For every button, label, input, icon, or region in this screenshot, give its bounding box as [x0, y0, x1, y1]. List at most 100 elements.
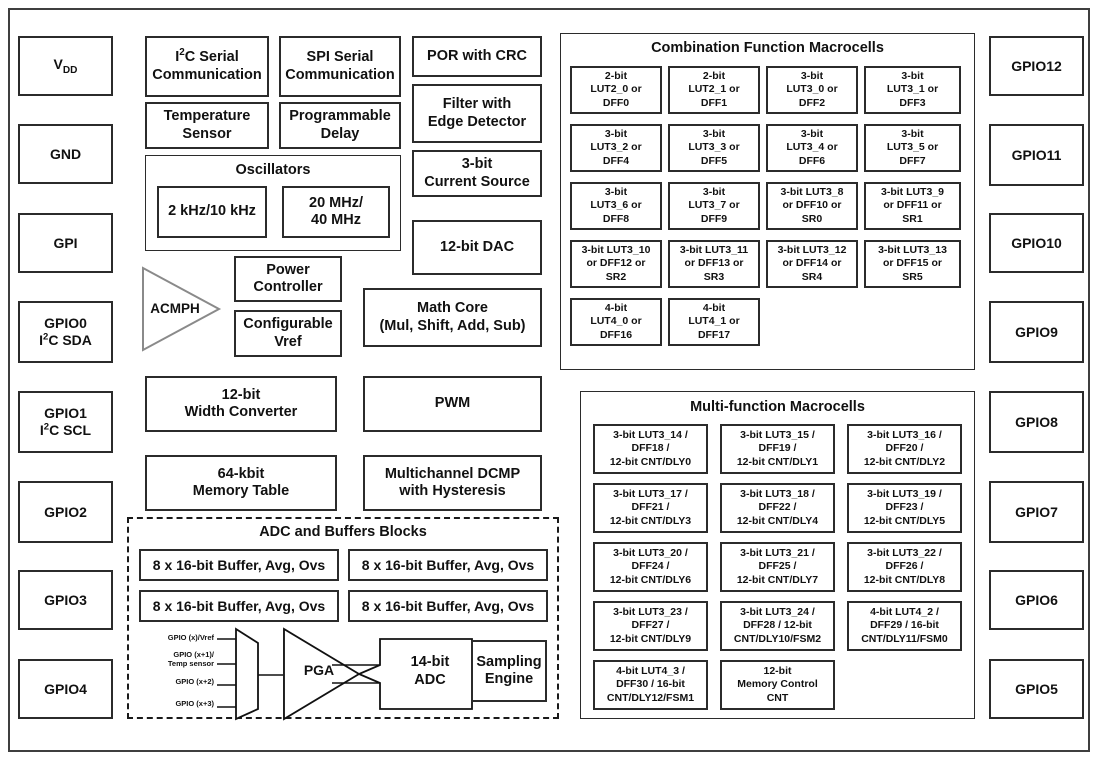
combination-cell-0-label: 2-bit LUT2_0 or DFF0	[590, 70, 642, 109]
mux-input-3-label: GPIO (x+3)	[175, 699, 214, 708]
combination-cell-13[interactable]: 3-bit LUT3_11 or DFF13 or SR3	[668, 240, 760, 288]
multifunction-cell-12-label: 4-bit LUT4_3 / DFF30 / 16-bit CNT/DLY12/…	[606, 665, 695, 704]
pin-gpio7[interactable]: GPIO7	[989, 481, 1084, 543]
combination-cell-2[interactable]: 3-bit LUT3_0 or DFF2	[766, 66, 858, 114]
pin-gpio11[interactable]: GPIO11	[989, 124, 1084, 186]
block-osc-high-freq[interactable]: 20 MHz/ 40 MHz	[282, 186, 390, 238]
combination-cell-15[interactable]: 3-bit LUT3_13 or DFF15 or SR5	[864, 240, 961, 288]
block-width-converter-label: 12-bit Width Converter	[184, 386, 298, 420]
combination-cell-11[interactable]: 3-bit LUT3_9 or DFF11 or SR1	[864, 182, 961, 230]
block-sampling-engine-label: Sampling Engine	[476, 653, 542, 687]
combination-cell-5[interactable]: 3-bit LUT3_3 or DFF5	[668, 124, 760, 172]
multifunction-cell-3[interactable]: 3-bit LUT3_17 / DFF21 / 12-bit CNT/DLY3	[593, 483, 708, 533]
group-combination-macrocells-title: Combination Function Macrocells	[651, 40, 884, 56]
acmph-label: ACMPH	[150, 300, 200, 316]
pin-gpi[interactable]: GPI	[18, 213, 113, 273]
block-width-converter[interactable]: 12-bit Width Converter	[145, 376, 337, 432]
adc-buffer-1-label: 8 x 16-bit Buffer, Avg, Ovs	[361, 556, 535, 573]
block-power-controller-label: Power Controller	[253, 261, 323, 295]
multifunction-cell-0-label: 3-bit LUT3_14 / DFF18 / 12-bit CNT/DLY0	[609, 429, 692, 468]
pin-gpio4[interactable]: GPIO4	[18, 659, 113, 719]
multifunction-cell-4[interactable]: 3-bit LUT3_18 / DFF22 / 12-bit CNT/DLY4	[720, 483, 835, 533]
block-dac[interactable]: 12-bit DAC	[412, 220, 542, 275]
multifunction-cell-6-label: 3-bit LUT3_20 / DFF24 / 12-bit CNT/DLY6	[609, 547, 692, 586]
pin-gpio10[interactable]: GPIO10	[989, 213, 1084, 273]
multifunction-cell-5[interactable]: 3-bit LUT3_19 / DFF23 / 12-bit CNT/DLY5	[847, 483, 962, 533]
combination-cell-4[interactable]: 3-bit LUT3_2 or DFF4	[570, 124, 662, 172]
combination-cell-2-label: 3-bit LUT3_0 or DFF2	[786, 70, 838, 109]
adc-buffer-1[interactable]: 8 x 16-bit Buffer, Avg, Ovs	[348, 549, 548, 581]
adc-buffer-0[interactable]: 8 x 16-bit Buffer, Avg, Ovs	[139, 549, 339, 581]
block-sampling-engine[interactable]: Sampling Engine	[471, 640, 547, 702]
combination-cell-16[interactable]: 4-bit LUT4_0 or DFF16	[570, 298, 662, 346]
pin-gpio5[interactable]: GPIO5	[989, 659, 1084, 719]
pin-gpi-label: GPI	[53, 234, 78, 251]
pin-gnd[interactable]: GND	[18, 124, 113, 184]
block-spi-serial[interactable]: SPI Serial Communication	[279, 36, 401, 97]
mux-input-2-label: GPIO (x+2)	[175, 677, 214, 686]
block-memory-table[interactable]: 64-kbit Memory Table	[145, 455, 337, 511]
block-multichannel-dcmp[interactable]: Multichannel DCMP with Hysteresis	[363, 455, 542, 511]
adc-buffer-3[interactable]: 8 x 16-bit Buffer, Avg, Ovs	[348, 590, 548, 622]
combination-cell-4-label: 3-bit LUT3_2 or DFF4	[590, 128, 642, 167]
block-filter-edge-detector[interactable]: Filter with Edge Detector	[412, 84, 542, 143]
pin-gpio6-label: GPIO6	[1015, 591, 1058, 608]
combination-cell-6[interactable]: 3-bit LUT3_4 or DFF6	[766, 124, 858, 172]
multifunction-cell-13[interactable]: 12-bit Memory Control CNT	[720, 660, 835, 710]
block-osc-low-freq[interactable]: 2 kHz/10 kHz	[157, 186, 267, 238]
block-current-source[interactable]: 3-bit Current Source	[412, 150, 542, 197]
multifunction-cell-11[interactable]: 4-bit LUT4_2 / DFF29 / 16-bit CNT/DLY11/…	[847, 601, 962, 651]
multifunction-cell-8[interactable]: 3-bit LUT3_22 / DFF26 / 12-bit CNT/DLY8	[847, 542, 962, 592]
multifunction-cell-1[interactable]: 3-bit LUT3_15 / DFF19 / 12-bit CNT/DLY1	[720, 424, 835, 474]
pin-gpio12-label: GPIO12	[1011, 57, 1062, 74]
pin-gpio8[interactable]: GPIO8	[989, 391, 1084, 453]
block-programmable-delay[interactable]: Programmable Delay	[279, 102, 401, 149]
pin-gpio6[interactable]: GPIO6	[989, 570, 1084, 630]
combination-cell-12[interactable]: 3-bit LUT3_10 or DFF12 or SR2	[570, 240, 662, 288]
multifunction-cell-6[interactable]: 3-bit LUT3_20 / DFF24 / 12-bit CNT/DLY6	[593, 542, 708, 592]
combination-cell-14[interactable]: 3-bit LUT3_12 or DFF14 or SR4	[766, 240, 858, 288]
block-memory-table-label: 64-kbit Memory Table	[192, 465, 290, 499]
pin-vdd[interactable]: VDD	[18, 36, 113, 96]
combination-cell-7[interactable]: 3-bit LUT3_5 or DFF7	[864, 124, 961, 172]
combination-cell-1[interactable]: 2-bit LUT2_1 or DFF1	[668, 66, 760, 114]
combination-cell-10[interactable]: 3-bit LUT3_8 or DFF10 or SR0	[766, 182, 858, 230]
block-math-core[interactable]: Math Core (Mul, Shift, Add, Sub)	[363, 288, 542, 347]
block-pwm[interactable]: PWM	[363, 376, 542, 432]
multifunction-cell-12[interactable]: 4-bit LUT4_3 / DFF30 / 16-bit CNT/DLY12/…	[593, 660, 708, 710]
block-por-crc[interactable]: POR with CRC	[412, 36, 542, 77]
multifunction-cell-9-label: 3-bit LUT3_23 / DFF27 / 12-bit CNT/DLY9	[609, 606, 692, 645]
combination-cell-8[interactable]: 3-bit LUT3_6 or DFF8	[570, 182, 662, 230]
pga-label: PGA	[303, 662, 335, 678]
combination-cell-11-label: 3-bit LUT3_9 or DFF11 or SR1	[880, 186, 944, 225]
combination-cell-7-label: 3-bit LUT3_5 or DFF7	[886, 128, 939, 167]
pin-gpio12[interactable]: GPIO12	[989, 36, 1084, 96]
combination-cell-9[interactable]: 3-bit LUT3_7 or DFF9	[668, 182, 760, 230]
multifunction-cell-2[interactable]: 3-bit LUT3_16 / DFF20 / 12-bit CNT/DLY2	[847, 424, 962, 474]
multifunction-cell-9[interactable]: 3-bit LUT3_23 / DFF27 / 12-bit CNT/DLY9	[593, 601, 708, 651]
multifunction-cell-13-label: 12-bit Memory Control CNT	[737, 665, 818, 704]
pin-gpio9[interactable]: GPIO9	[989, 301, 1084, 363]
pin-gpio4-label: GPIO4	[44, 680, 87, 697]
multifunction-cell-0[interactable]: 3-bit LUT3_14 / DFF18 / 12-bit CNT/DLY0	[593, 424, 708, 474]
multifunction-cell-7[interactable]: 3-bit LUT3_21 / DFF25 / 12-bit CNT/DLY7	[720, 542, 835, 592]
combination-cell-3[interactable]: 3-bit LUT3_1 or DFF3	[864, 66, 961, 114]
block-power-controller[interactable]: Power Controller	[234, 256, 342, 302]
combination-cell-12-label: 3-bit LUT3_10 or DFF12 or SR2	[581, 244, 651, 283]
adc-buffer-2[interactable]: 8 x 16-bit Buffer, Avg, Ovs	[139, 590, 339, 622]
combination-cell-17[interactable]: 4-bit LUT4_1 or DFF17	[668, 298, 760, 346]
pin-gpio2[interactable]: GPIO2	[18, 481, 113, 543]
block-configurable-vref[interactable]: Configurable Vref	[234, 310, 342, 357]
pin-gpio3[interactable]: GPIO3	[18, 570, 113, 630]
combination-cell-1-label: 2-bit LUT2_1 or DFF1	[688, 70, 740, 109]
combination-cell-0[interactable]: 2-bit LUT2_0 or DFF0	[570, 66, 662, 114]
block-temperature-sensor[interactable]: Temperature Sensor	[145, 102, 269, 149]
multifunction-cell-10[interactable]: 3-bit LUT3_24 / DFF28 / 12-bit CNT/DLY10…	[720, 601, 835, 651]
pin-gpio8-label: GPIO8	[1015, 413, 1058, 430]
